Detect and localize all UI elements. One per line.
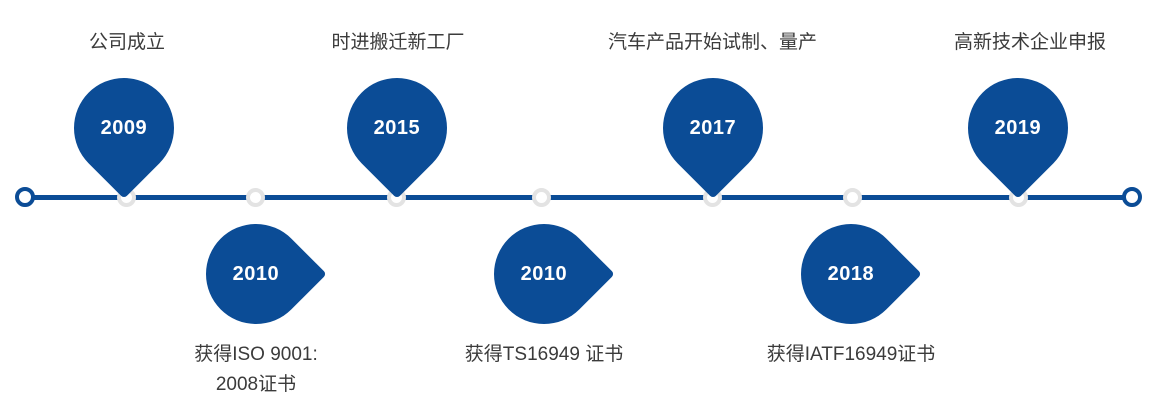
milestone-year-2010-iso: 2010 (232, 262, 280, 285)
milestone-pin-2010-ts[interactable]: 2010 (473, 203, 615, 345)
milestone-caption-2018: 获得IATF16949证书 (766, 344, 936, 365)
timeline-node-6[interactable] (843, 188, 862, 207)
milestone-pin-2018[interactable]: 2018 (780, 203, 922, 345)
milestone-year-2019: 2019 (994, 116, 1042, 139)
milestone-caption-2015: 时进搬迁新工厂 (331, 32, 465, 53)
milestone-caption-2010-iso: 获得ISO 9001: 2008证书 (194, 344, 318, 395)
timeline-node-2[interactable] (246, 188, 265, 207)
milestone-year-2015: 2015 (373, 116, 421, 139)
milestone-caption-2019: 高新技术企业申报 (953, 32, 1106, 53)
milestone-pin-2019[interactable]: 2019 (947, 57, 1089, 199)
timeline-axis-line (25, 195, 1133, 200)
milestone-caption-2017: 汽车产品开始试制、量产 (607, 32, 817, 53)
timeline-node-4[interactable] (532, 188, 551, 207)
milestone-pin-2017[interactable]: 2017 (642, 57, 784, 199)
milestone-year-2018: 2018 (827, 262, 875, 285)
timeline-start-endpoint[interactable] (15, 187, 35, 207)
timeline-end-endpoint[interactable] (1122, 187, 1142, 207)
milestone-caption-2009: 公司成立 (88, 32, 165, 53)
milestone-year-2010-ts: 2010 (520, 262, 568, 285)
milestone-pin-2015[interactable]: 2015 (326, 57, 468, 199)
milestone-year-2009: 2009 (100, 116, 148, 139)
milestone-pin-2009[interactable]: 2009 (53, 57, 195, 199)
milestone-pin-2010-iso[interactable]: 2010 (185, 203, 327, 345)
milestone-caption-2010-ts: 获得TS16949 证书 (464, 344, 624, 365)
milestone-year-2017: 2017 (689, 116, 737, 139)
